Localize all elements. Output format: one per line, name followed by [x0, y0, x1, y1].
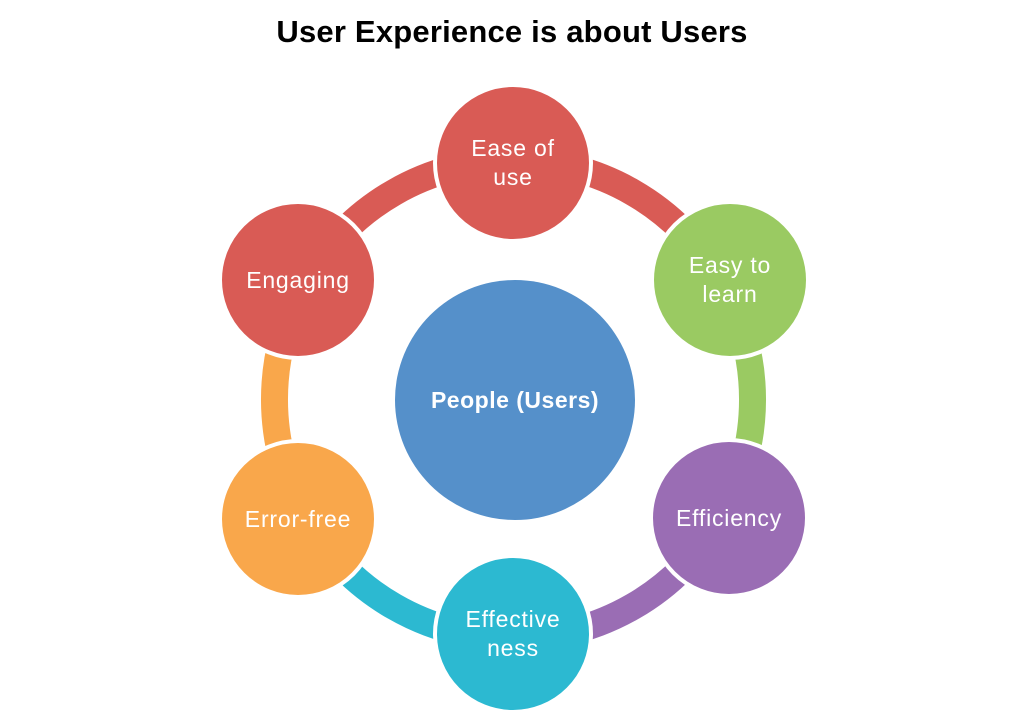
node-ease-of-use: Ease of use: [433, 83, 593, 243]
node-efficiency: Efficiency: [649, 438, 809, 598]
node-efficiency-label: Efficiency: [675, 504, 782, 531]
node-engaging: Engaging: [218, 200, 378, 360]
page-title: User Experience is about Users: [276, 14, 748, 49]
node-people-users: People (Users): [395, 280, 635, 520]
node-effectiveness: Effective ness: [433, 554, 593, 714]
node-people-users-label: People (Users): [430, 386, 600, 413]
node-error-free: Error-free: [218, 439, 378, 599]
node-engaging-label: Engaging: [246, 266, 350, 293]
node-ease-of-use-label: Ease of use: [471, 135, 555, 190]
node-easy-to-learn-label: Easy to learn: [688, 252, 772, 307]
node-effectiveness-label: Effective ness: [465, 606, 561, 661]
node-easy-to-learn: Easy to learn: [650, 200, 810, 360]
node-error-free-label: Error-free: [244, 505, 352, 532]
